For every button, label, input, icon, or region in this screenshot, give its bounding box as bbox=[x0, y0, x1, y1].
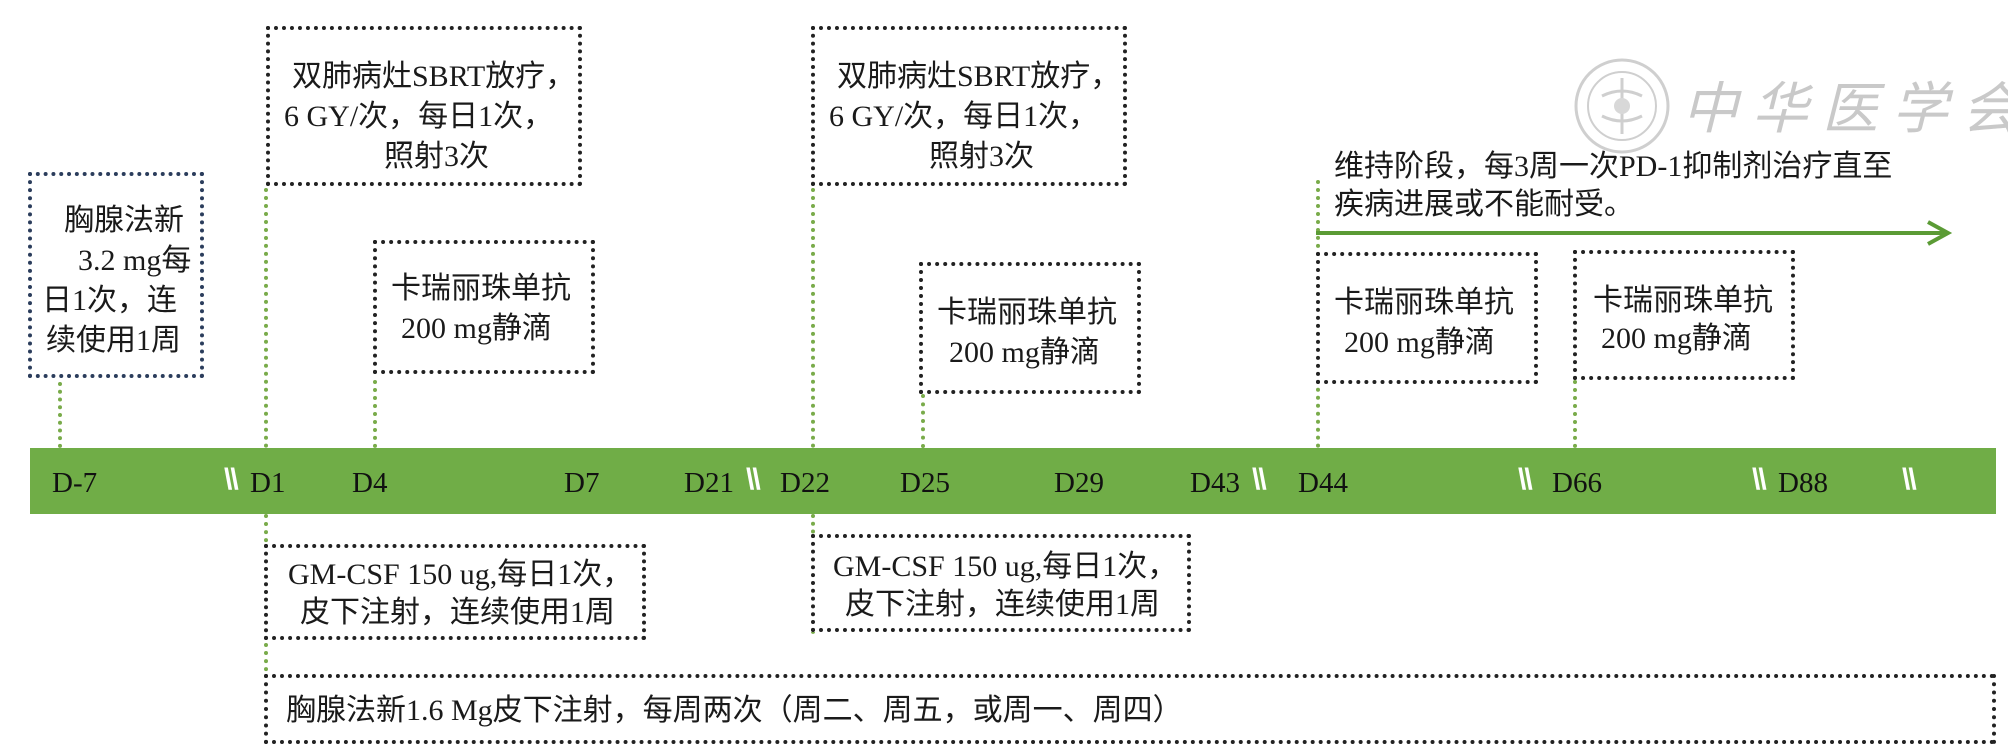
connector-d1-up bbox=[264, 188, 268, 448]
box-line: 照射3次 bbox=[384, 140, 489, 173]
box-line: 双肺病灶SBRT放疗， bbox=[292, 60, 576, 93]
sbrt-box-1: 双肺病灶SBRT放疗， 6 GY/次，每日1次， 照射3次 bbox=[266, 26, 582, 186]
connector-d22-up bbox=[811, 188, 815, 448]
thymalfasin-pre-box: 胸腺法新 3.2 mg每 日1次，连 续使用1周 bbox=[28, 172, 204, 378]
chinese-medical-association-seal-icon bbox=[1574, 58, 1670, 154]
box-line: 续使用1周 bbox=[46, 324, 181, 357]
box-line: 皮下注射，连续使用1周 bbox=[845, 588, 1160, 621]
box-line: 胸腺法新1.6 Mg皮下注射，每周两次（周二、周五，或周一、周四） bbox=[286, 694, 1183, 727]
tick-d22: D22 bbox=[780, 467, 830, 499]
connector-d4 bbox=[373, 380, 377, 448]
gmcsf-box-1: GM-CSF 150 ug,每日1次， 皮下注射，连续使用1周 bbox=[264, 544, 646, 640]
arrow-right-icon bbox=[1316, 220, 1953, 246]
break-mark: \\ bbox=[1518, 463, 1533, 496]
box-line: 日1次，连 bbox=[42, 284, 177, 317]
box-line: 双肺病灶SBRT放疗， bbox=[837, 60, 1121, 93]
tick-d43: D43 bbox=[1190, 467, 1240, 499]
maintenance-text-line-1: 维持阶段，每3周一次PD-1抑制剂治疗直至 bbox=[1334, 150, 1893, 183]
gmcsf-box-2: GM-CSF 150 ug,每日1次， 皮下注射，连续使用1周 bbox=[811, 534, 1191, 632]
tick-d-7: D-7 bbox=[52, 467, 98, 499]
tick-d21: D21 bbox=[684, 467, 734, 499]
break-mark: \\ bbox=[746, 463, 761, 496]
box-line: GM-CSF 150 ug,每日1次， bbox=[833, 550, 1178, 583]
box-line: 6 GY/次，每日1次， bbox=[284, 100, 554, 133]
box-line: 6 GY/次，每日1次， bbox=[829, 100, 1099, 133]
break-mark: \\ bbox=[1752, 463, 1767, 496]
thymalfasin-maintenance-box: 胸腺法新1.6 Mg皮下注射，每周两次（周二、周五，或周一、周四） bbox=[264, 674, 1996, 744]
tick-d25: D25 bbox=[900, 467, 950, 499]
box-line: 卡瑞丽珠单抗 bbox=[937, 296, 1117, 329]
box-line: 照射3次 bbox=[929, 140, 1034, 173]
tick-d66: D66 bbox=[1552, 467, 1602, 499]
connector-d66 bbox=[1573, 380, 1577, 448]
box-line: 胸腺法新 bbox=[64, 204, 184, 237]
box-line: GM-CSF 150 ug,每日1次， bbox=[288, 558, 633, 591]
tick-d1: D1 bbox=[250, 467, 286, 499]
tick-d29: D29 bbox=[1054, 467, 1104, 499]
tick-d44: D44 bbox=[1298, 467, 1348, 499]
timeline-bar bbox=[30, 448, 1996, 514]
tick-d4: D4 bbox=[352, 467, 388, 499]
box-line: 200 mg静滴 bbox=[1344, 326, 1495, 359]
box-line: 卡瑞丽珠单抗 bbox=[391, 272, 571, 305]
camrelizumab-box-d66: 卡瑞丽珠单抗 200 mg静滴 bbox=[1573, 250, 1795, 380]
camrelizumab-box-d4: 卡瑞丽珠单抗 200 mg静滴 bbox=[373, 240, 595, 374]
tick-d88: D88 bbox=[1778, 467, 1828, 499]
tick-d7: D7 bbox=[564, 467, 600, 499]
box-line: 200 mg静滴 bbox=[949, 336, 1100, 369]
box-line: 3.2 mg每 bbox=[78, 244, 192, 277]
box-line: 卡瑞丽珠单抗 bbox=[1593, 284, 1773, 317]
camrelizumab-box-d25: 卡瑞丽珠单抗 200 mg静滴 bbox=[919, 262, 1141, 394]
box-line: 卡瑞丽珠单抗 bbox=[1334, 286, 1514, 319]
box-line: 200 mg静滴 bbox=[401, 312, 552, 345]
box-line: 200 mg静滴 bbox=[1601, 322, 1752, 355]
break-mark: \\ bbox=[1902, 463, 1917, 496]
connector-d-7 bbox=[58, 382, 62, 448]
break-mark: \\ bbox=[224, 463, 239, 496]
sbrt-box-2: 双肺病灶SBRT放疗， 6 GY/次，每日1次， 照射3次 bbox=[811, 26, 1127, 186]
camrelizumab-box-d44: 卡瑞丽珠单抗 200 mg静滴 bbox=[1316, 252, 1538, 384]
box-line: 皮下注射，连续使用1周 bbox=[300, 596, 615, 629]
maintenance-text-line-2: 疾病进展或不能耐受。 bbox=[1334, 188, 1634, 221]
break-mark: \\ bbox=[1252, 463, 1267, 496]
watermark-text: 中华医学会 bbox=[1682, 77, 2008, 142]
connector-d25 bbox=[921, 394, 925, 448]
